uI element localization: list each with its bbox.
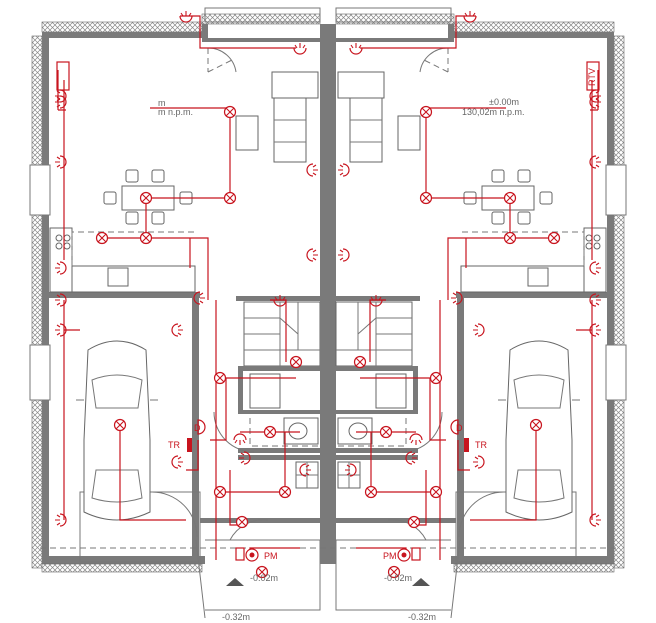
left-outside-level: -0.32m xyxy=(222,612,250,622)
right-outside-level: -0.32m xyxy=(408,612,436,622)
right-tv-label: RTV xyxy=(587,68,597,86)
right-panel-label: PM xyxy=(383,551,397,561)
left-meter-label: TR xyxy=(168,440,180,450)
left-panel-label: PM xyxy=(264,551,278,561)
left-entry-level: -0.02m xyxy=(250,573,278,583)
right-meter-label: TR xyxy=(475,440,487,450)
left-doorbell-label: D xyxy=(194,423,201,433)
right-altitude-label: 130,02m n.p.m. xyxy=(462,107,525,117)
right-level-label: ±0.00m xyxy=(489,97,519,107)
right-doorbell-label: D xyxy=(456,423,463,433)
left-level-label: m xyxy=(158,98,166,108)
right-entry-level: -0.02m xyxy=(384,573,412,583)
left-altitude-label: m n.p.m. xyxy=(158,107,193,117)
